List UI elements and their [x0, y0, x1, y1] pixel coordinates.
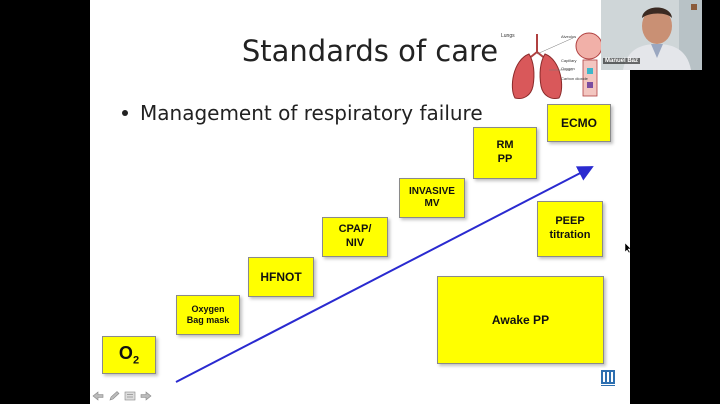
institution-logo-icon [599, 368, 617, 388]
invasive-mv-box: INVASIVE MV [399, 178, 465, 218]
menu-icon[interactable] [124, 391, 136, 401]
slide-bullet: Management of respiratory failure [122, 101, 483, 125]
peep-titration-box: PEEP titration [537, 201, 603, 257]
mouse-cursor-icon [624, 242, 630, 254]
slideshow-controls [92, 390, 158, 402]
ecmo-box: ECMO [547, 104, 611, 142]
participant-name: Manuel Baz [603, 58, 641, 64]
hfnot-box: HFNOT [248, 257, 314, 297]
awake-pp-box: Awake PP [437, 276, 604, 364]
bullet-dot [122, 109, 128, 116]
alveolus-label: Alveolus [561, 34, 576, 39]
lungs-diagram: Lungs Alveolus Capillary Oxygen Carbon d… [499, 26, 605, 104]
oxygen-label: Oxygen [561, 66, 575, 71]
webcam-video [601, 0, 702, 70]
pen-icon[interactable] [108, 391, 120, 401]
webcam-thumbnail[interactable]: Manuel Baz [601, 0, 702, 70]
presentation-slide: Standards of care Management of respirat… [90, 0, 630, 404]
o2-label: O [118, 342, 133, 363]
bullet-text: Management of respiratory failure [140, 101, 483, 125]
arrow-left-icon[interactable] [92, 391, 104, 401]
cpap-niv-box: CPAP/ NIV [322, 217, 388, 257]
slide-title: Standards of care [241, 34, 499, 68]
carbon-dioxide-label: Carbon dioxide [561, 76, 589, 81]
capillary-label: Capillary [561, 58, 577, 63]
rm-pp-box: RM PP [473, 127, 537, 179]
lungs-label: Lungs [501, 33, 515, 39]
arrow-right-icon[interactable] [140, 391, 152, 401]
oxygen-bag-mask-box: Oxygen Bag mask [176, 295, 240, 335]
o2-box: O2 [102, 336, 156, 374]
progression-arrow [175, 166, 594, 383]
o2-subscript: 2 [132, 354, 140, 367]
